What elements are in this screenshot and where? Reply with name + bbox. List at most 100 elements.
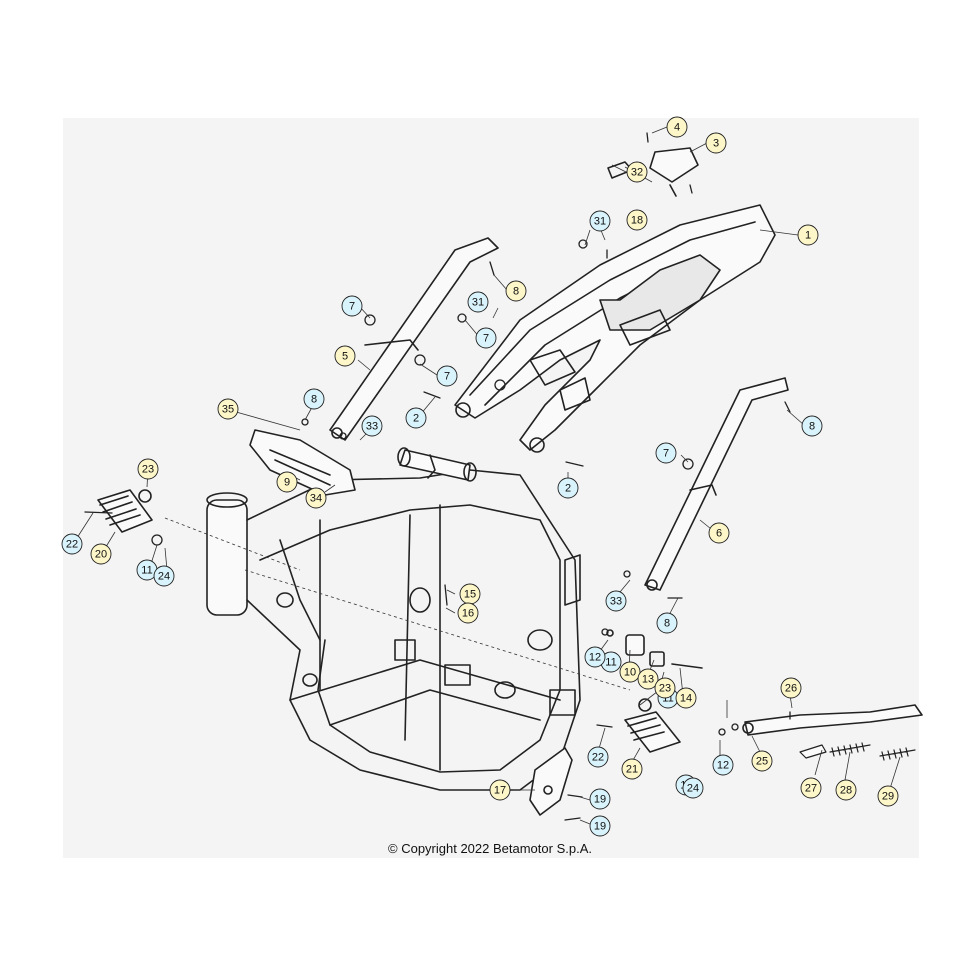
callout-1: 1 <box>797 224 819 246</box>
callout-circle <box>605 590 627 612</box>
callout-circle <box>800 777 822 799</box>
callout-31: 31 <box>589 210 611 232</box>
callout-number: 29 <box>882 791 894 803</box>
callout-4: 4 <box>666 116 688 138</box>
callout-number: 22 <box>592 752 604 764</box>
callout-21: 21 <box>621 758 643 780</box>
callout-8: 8 <box>303 388 325 410</box>
callout-circle <box>589 788 611 810</box>
callout-32: 32 <box>626 161 648 183</box>
callout-circle <box>475 327 497 349</box>
main-frame-part <box>206 469 581 791</box>
callout-circle <box>619 661 641 683</box>
callout-circle <box>457 602 479 624</box>
callout-circle <box>557 477 579 499</box>
callout-circle <box>708 522 730 544</box>
callout-31: 31 <box>467 291 489 313</box>
copyright-notice: © Copyright 2022 Betamotor S.p.A. <box>388 841 592 856</box>
callout-number: 16 <box>462 608 474 620</box>
callout-circle <box>90 543 112 565</box>
callout-number: 24 <box>158 571 170 583</box>
callout-circle <box>505 280 527 302</box>
callout-number: 1 <box>805 230 811 242</box>
callout-number: 23 <box>142 464 154 476</box>
callout-5: 5 <box>334 345 356 367</box>
callout-circle <box>303 388 325 410</box>
callout-number: 19 <box>594 821 606 833</box>
callout-circle <box>217 398 239 420</box>
callout-number: 12 <box>717 760 729 772</box>
bushing-parts <box>606 629 703 669</box>
callout-7: 7 <box>475 327 497 349</box>
callout-number: 26 <box>785 683 797 695</box>
callout-circle <box>626 209 648 231</box>
callout-8: 8 <box>801 415 823 437</box>
callout-circle <box>682 777 704 799</box>
callout-layer: 1223456777788889101111111112121314151617… <box>61 116 899 837</box>
guard-plate-part <box>249 429 356 496</box>
callout-circle <box>489 779 511 801</box>
callout-circle <box>61 533 83 555</box>
callout-number: 8 <box>311 394 317 406</box>
callout-number: 22 <box>66 539 78 551</box>
callout-22: 22 <box>587 746 609 768</box>
callout-circle <box>666 116 688 138</box>
callout-2: 2 <box>405 407 427 429</box>
callout-18: 18 <box>626 209 648 231</box>
callout-34: 34 <box>305 487 327 509</box>
callout-23: 23 <box>654 677 676 699</box>
callout-circle <box>467 291 489 313</box>
callout-number: 34 <box>310 493 322 505</box>
callout-25: 25 <box>751 750 773 772</box>
callout-number: 11 <box>662 693 673 705</box>
callout-circle <box>589 210 611 232</box>
callout-number: 7 <box>663 448 669 460</box>
callout-3: 3 <box>705 132 727 154</box>
chain-guard-part <box>529 747 573 816</box>
callout-17: 17 <box>489 779 511 801</box>
callout-number: 32 <box>631 167 643 179</box>
callout-circle <box>137 458 159 480</box>
callout-circle <box>584 646 606 668</box>
callout-number: 7 <box>349 301 355 313</box>
callout-number: 28 <box>840 785 852 797</box>
callout-circle <box>705 132 727 154</box>
callout-circle <box>436 365 458 387</box>
parts-artwork <box>84 132 923 821</box>
callout-7: 7 <box>436 365 458 387</box>
callout-number: 8 <box>513 286 519 298</box>
right-footpeg-part <box>624 698 681 753</box>
callout-number: 5 <box>342 351 348 363</box>
callout-29: 29 <box>877 785 899 807</box>
callout-circle <box>305 487 327 509</box>
callout-number: 20 <box>95 549 107 561</box>
callout-circle <box>877 785 899 807</box>
callout-circle <box>153 565 175 587</box>
callout-number: 23 <box>659 683 671 695</box>
callout-circle <box>276 471 298 493</box>
callout-23: 23 <box>137 458 159 480</box>
callout-number: 33 <box>610 596 622 608</box>
callout-13: 13 <box>637 668 659 690</box>
callout-12: 12 <box>584 646 606 668</box>
side-stand-part <box>742 704 923 736</box>
callout-number: 12 <box>589 652 601 664</box>
callout-number: 33 <box>366 421 378 433</box>
callout-20: 20 <box>90 543 112 565</box>
callout-circle <box>780 677 802 699</box>
callout-number: 8 <box>809 421 815 433</box>
rear-subframe-part <box>454 204 776 453</box>
callout-circle <box>637 668 659 690</box>
callout-number: 8 <box>664 618 670 630</box>
callout-number: 6 <box>716 528 722 540</box>
callout-14: 14 <box>675 687 697 709</box>
callout-number: 17 <box>494 785 506 797</box>
callout-35: 35 <box>217 398 239 420</box>
callout-number: 18 <box>631 215 643 227</box>
stand-springs-part <box>799 742 916 761</box>
callout-circle <box>712 754 734 776</box>
fasteners <box>84 132 791 821</box>
callout-number: 9 <box>284 477 290 489</box>
callout-2: 2 <box>557 477 579 499</box>
